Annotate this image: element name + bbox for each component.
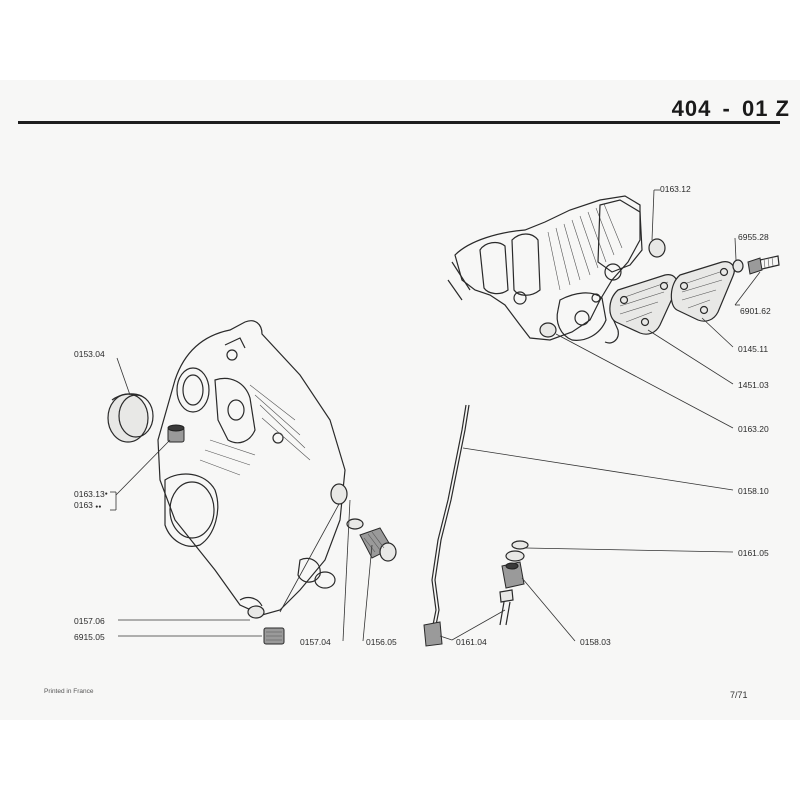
page-title: 404 - 01 Z xyxy=(600,96,790,122)
seal-0161-05b xyxy=(505,550,525,562)
label-0158-03: 0158.03 xyxy=(580,637,611,647)
label-0163-13-mark: ● xyxy=(104,491,108,497)
label-0156-05: 0156.05 xyxy=(366,637,397,647)
label-0145-11: 0145.11 xyxy=(738,344,769,354)
label-0163-13-text: 0163.13 xyxy=(74,489,105,499)
label-0163-mark: ●● xyxy=(95,504,102,510)
plug-0153-04 xyxy=(107,393,154,443)
washer-0157-04 xyxy=(346,518,364,530)
gasket-plate-1451-03 xyxy=(609,274,678,335)
label-0163-20: 0163.20 xyxy=(738,424,769,434)
label-6901-62: 6901.62 xyxy=(740,306,771,316)
label-0161-04: 0161.04 xyxy=(456,637,487,647)
gearbox-housing xyxy=(157,320,346,616)
label-0157-06: 0157.06 xyxy=(74,616,105,626)
washer-0157-06 xyxy=(247,605,265,619)
page-number: 7/71 xyxy=(730,690,748,700)
label-0163: 0163 ●● xyxy=(74,500,101,512)
plug-0163-13 xyxy=(167,424,185,443)
sensor-0156-05 xyxy=(359,527,397,562)
label-6915-05: 6915.05 xyxy=(74,632,105,642)
leader-lines xyxy=(110,189,761,642)
printed-in-france: Printed in France xyxy=(44,688,94,695)
label-0158-10: 0158.10 xyxy=(738,486,769,496)
section-code: 01 Z xyxy=(741,96,790,121)
ring-0157-04-upper xyxy=(330,483,348,505)
label-0153-04: 0153.04 xyxy=(74,349,105,359)
nut-0158-03 xyxy=(501,561,525,589)
bolt-6901-62 xyxy=(747,255,780,275)
washer-6955-28 xyxy=(732,259,744,273)
label-0157-04: 0157.04 xyxy=(300,637,331,647)
label-0163-text: 0163 xyxy=(74,500,93,510)
header-rule xyxy=(18,121,780,124)
bolt-6915-05 xyxy=(263,627,285,645)
model-number: 404 xyxy=(671,96,712,121)
label-0163-12: 0163.12 xyxy=(660,184,691,194)
label-1451-03: 1451.03 xyxy=(738,380,769,390)
label-0163-13: 0163.13● xyxy=(74,489,108,499)
title-separator: - xyxy=(722,96,731,121)
ring-0161-04 xyxy=(499,589,514,626)
cover-plate-0145-11 xyxy=(670,261,735,322)
washer-0163-12 xyxy=(648,238,666,258)
washer-0163-20 xyxy=(539,322,557,338)
engine-block-upper xyxy=(447,195,643,344)
label-6955-28: 6955.28 xyxy=(738,232,769,242)
label-0161-05: 0161.05 xyxy=(738,548,769,558)
seal-0161-05 xyxy=(511,540,529,550)
dipstick-0158-10 xyxy=(423,404,470,647)
